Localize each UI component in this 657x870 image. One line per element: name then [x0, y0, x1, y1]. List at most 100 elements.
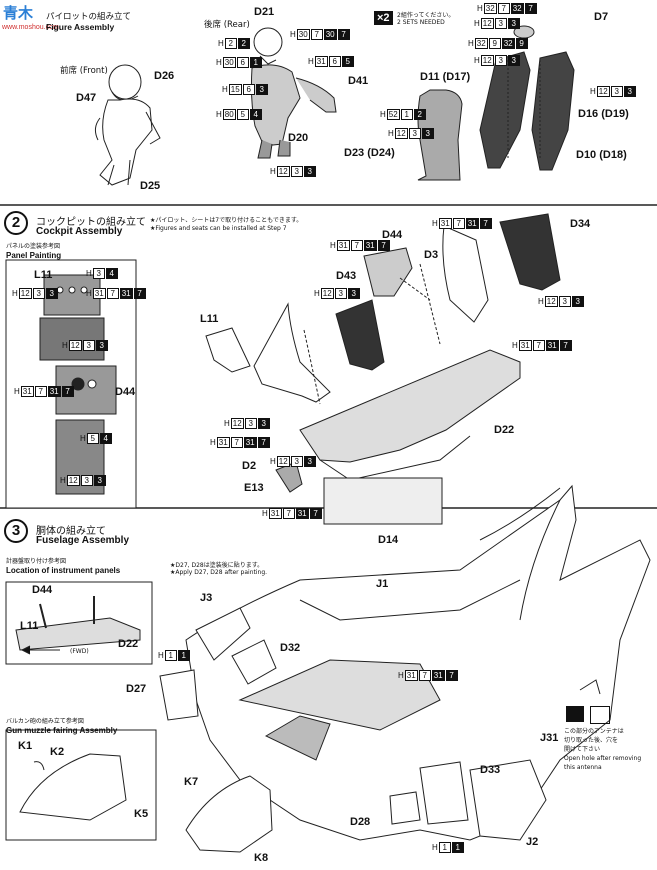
cockpit-tub: [205, 213, 561, 525]
part-e13: E13: [244, 482, 264, 494]
part-d7: D7: [594, 11, 609, 23]
part-d23: D23 (D24): [344, 147, 395, 159]
antenna-note-jp-1: この部分のアンテナは: [564, 728, 624, 735]
part-d28: D28: [350, 816, 371, 828]
part-d20: D20: [288, 132, 309, 144]
part-d44-panel: D44: [115, 386, 136, 398]
gun-fairing-en: Gun muzzle fairing Assembly: [6, 726, 118, 735]
part-j31: J31: [540, 732, 559, 744]
drill-icon: [566, 706, 584, 722]
fuselage-assembly-art: [159, 484, 651, 853]
step1-title-jp: パイロットの組み立て: [46, 12, 132, 22]
step1-title-en: Figure Assembly: [46, 22, 115, 32]
part-d33: D33: [480, 764, 501, 776]
step2-title-en: Cockpit Assembly: [36, 226, 123, 237]
part-j2: J2: [526, 836, 539, 848]
front-label: 前席 (Front): [60, 66, 108, 76]
part-d25: D25: [140, 180, 161, 192]
step2-note-en: ★Figures and seats can be installed at S…: [150, 225, 287, 232]
step2-title-jp: コックピットの組み立て: [36, 217, 146, 228]
part-d44: D44: [382, 229, 403, 241]
step3-title-en: Fuselage Assembly: [36, 535, 130, 546]
part-l11: L11: [200, 313, 219, 325]
part-d41: D41: [348, 75, 369, 87]
step3-number: 3: [4, 519, 28, 543]
loc-part-l11: L11: [20, 620, 39, 632]
part-k7: K7: [184, 776, 199, 788]
part-l11-panel: L11: [34, 269, 53, 281]
part-d26: D26: [154, 70, 175, 82]
sets-en: 2 SETS NEEDED: [397, 19, 445, 26]
part-d16: D16 (D19): [578, 108, 629, 120]
antenna-note-jp-2: 切り取った後、穴を: [564, 737, 619, 744]
watermark-url: www.moshou.com: [2, 24, 59, 31]
part-d11: D11 (D17): [420, 71, 471, 83]
antenna-note-jp-3: 開けて下さい: [564, 746, 601, 753]
ejection-seat-parts: [417, 25, 575, 181]
part-d47: D47: [76, 92, 97, 104]
front-pilot-figure: [94, 64, 161, 186]
part-k2: K2: [50, 746, 65, 758]
part-d43: D43: [336, 270, 357, 282]
part-k5: K5: [134, 808, 149, 820]
sets-multiplier: ×2: [374, 11, 393, 25]
panel-painting-jp: パネルの塗装参考図: [6, 243, 61, 250]
panel-painting-en: Panel Painting: [6, 251, 62, 260]
fwd-label: (FWD): [70, 648, 89, 655]
rear-label: 後席 (Rear): [204, 20, 250, 30]
sets-jp: 2組作ってください。: [397, 12, 455, 19]
location-panels-en: Location of instrument panels: [6, 566, 121, 575]
part-d14: D14: [378, 534, 399, 546]
part-j3: J3: [200, 592, 213, 604]
part-k8: K8: [254, 852, 269, 864]
part-d2: D2: [242, 460, 257, 472]
antenna-note-en-1: Open hole after removing: [564, 755, 642, 762]
apply-decal-en: ★Apply D27, D28 after painting.: [170, 569, 268, 576]
part-d3: D3: [424, 249, 439, 261]
part-j1: J1: [376, 578, 389, 590]
location-panels-jp: 計器盤取り付け参考図: [6, 558, 67, 565]
loc-part-d44: D44: [32, 584, 53, 596]
antenna-note-en-2: this antenna: [564, 764, 602, 771]
step3-title-jp: 胴体の組み立て: [36, 526, 106, 537]
part-d32: D32: [280, 642, 301, 654]
loc-part-d22: D22: [118, 638, 139, 650]
gun-fairing-jp: バルカン砲の組み立て参考図: [6, 718, 84, 725]
step2-number: 2: [4, 211, 28, 235]
watermark-logo: 青木: [3, 4, 34, 22]
part-k1: K1: [18, 740, 33, 752]
part-d10: D10 (D18): [576, 149, 627, 161]
